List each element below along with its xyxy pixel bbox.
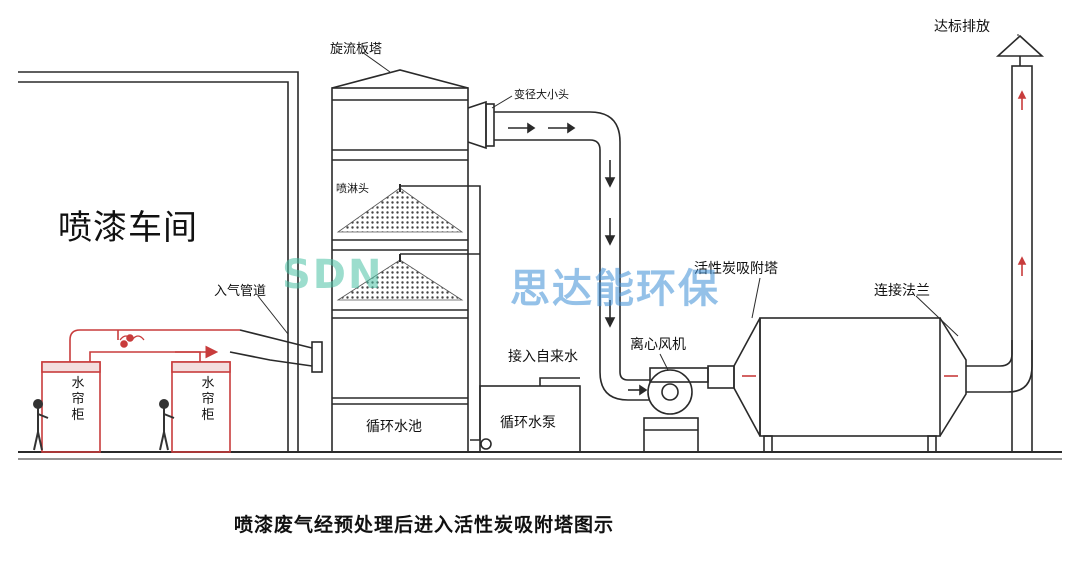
recirculation-pipe: [400, 185, 481, 441]
watermark-logo-chinese: 思达能环保: [510, 266, 720, 312]
outlet-duct: [467, 100, 650, 401]
diagram-caption: 喷漆废气经预处理后进入活性炭吸附塔图示: [234, 514, 615, 536]
water-curtain-1-label: 水 帘 柜: [71, 376, 85, 423]
cyclone-plate-tower: [331, 69, 469, 453]
air-inlet-duct: [229, 329, 323, 373]
circulation-pool-label: 循环水池: [366, 419, 422, 435]
air-duct-label: 入气管道: [214, 284, 267, 299]
water-curtain-cabinet-2: [171, 361, 231, 453]
operator-figure-1: [33, 399, 49, 451]
centrifugal-fan: [643, 365, 735, 453]
exhaust-stack: [995, 34, 1045, 453]
exhaust-label: 达标排放: [934, 19, 990, 35]
circulation-pump-label: 循环水泵: [500, 415, 556, 431]
operator-figure-2: [159, 399, 175, 451]
carbon-tower-label: 活性炭吸附塔: [694, 261, 778, 277]
centrifugal-fan-label: 离心风机: [630, 337, 686, 353]
spray-head-label: 喷淋头: [336, 182, 369, 195]
watermark-logo-latin: SDN: [282, 252, 384, 298]
leader-lines: [257, 34, 1019, 371]
workshop-building: [18, 71, 299, 452]
water-curtain-2-label: 水 帘 柜: [201, 376, 215, 423]
reducer-label: 变径大小头: [514, 88, 569, 101]
cyclone-tower-label: 旋流板塔: [330, 42, 383, 57]
intake-duct: [69, 329, 240, 362]
tap-water-label: 接入自来水: [508, 349, 578, 365]
flange-label: 连接法兰: [874, 283, 930, 299]
activated-carbon-tower: [733, 317, 967, 453]
workshop-label: 喷漆车间: [58, 208, 198, 248]
ground-line: [18, 451, 1062, 460]
circulation-pump-box: [479, 377, 581, 453]
spray-head-cones: [336, 184, 464, 301]
stack-connection-duct: [966, 340, 1033, 393]
